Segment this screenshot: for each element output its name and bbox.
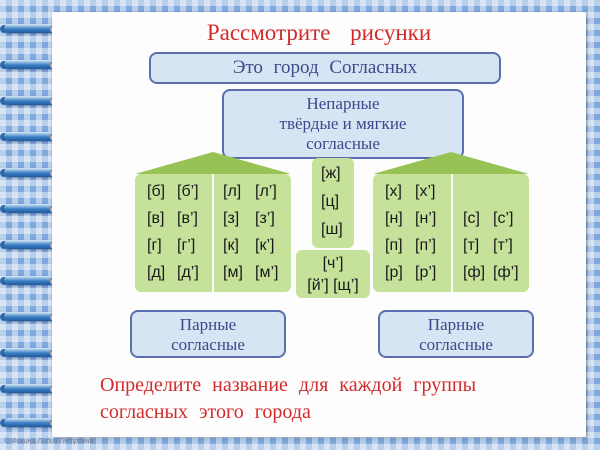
label-line2: согласные (171, 335, 245, 354)
consonant-cell: [х] (385, 183, 402, 200)
consonant-cell: [х’] (415, 183, 436, 200)
consonant-cell: [в] (147, 210, 165, 227)
city-name-box: Это город Согласных (149, 52, 501, 84)
unpaired-label-line2: твёрдые и мягкие (279, 114, 407, 133)
consonant-cell: [р] (385, 264, 403, 281)
consonant-cell: [с’] (493, 210, 514, 227)
left-roof (135, 152, 291, 174)
task-instruction: Определите название для каждой группы со… (100, 372, 580, 426)
consonant-cell: [к’] (255, 237, 275, 254)
consonant-cell: [ч’] (322, 255, 344, 272)
consonant-cell: [й’] [щ’] (307, 277, 359, 294)
consonant-cell: [ф] (463, 264, 486, 281)
consonant-cell: [т’] (493, 237, 513, 254)
label-line1: Парные (179, 315, 237, 334)
consonant-cell: [з] (223, 210, 240, 227)
left-paired-label: Парные согласные (130, 310, 286, 358)
right-roof (373, 152, 529, 174)
instruction-line2: согласных этого города (100, 401, 311, 423)
consonant-cell: [б] (147, 183, 166, 200)
unpaired-label-line1: Непарные (306, 94, 380, 113)
consonant-cell: [з’] (255, 210, 275, 227)
consonant-cell: [м’] (255, 264, 279, 281)
consonant-cell: [д’] (177, 264, 199, 281)
consonant-cell: [л’] (255, 183, 277, 200)
consonant-cell: [ц] (321, 193, 340, 210)
consonant-cell: [к] (223, 237, 239, 254)
consonant-cell: [т] (463, 237, 480, 254)
consonant-cell: [б’] (177, 183, 199, 200)
consonant-cell: [д] (147, 264, 166, 281)
consonant-cell: [р’] (415, 264, 437, 281)
soft-unpaired-block: [ч’] [й’] [щ’] (296, 250, 370, 298)
consonant-cell: [в’] (177, 210, 198, 227)
label-line1: Парные (427, 315, 485, 334)
author-credit: © Фокина Лидия Петровна (4, 438, 94, 445)
consonant-cell: [н’] (415, 210, 437, 227)
consonant-cell: [н] (385, 210, 403, 227)
unpaired-consonants-box: Непарные твёрдые и мягкие согласные (222, 89, 464, 159)
consonant-cell: [м] (223, 264, 243, 281)
page-title: Рассмотрите рисунки (206, 20, 432, 45)
consonant-cell: [ж] (321, 165, 341, 182)
block-divider (451, 174, 453, 292)
consonant-cell: [г] (147, 237, 162, 254)
unpaired-consonants-block: [ж] [ц] [ш] (312, 158, 354, 248)
label-line2: согласные (419, 335, 493, 354)
right-paired-label: Парные согласные (378, 310, 534, 358)
left-paired-consonants-block: [б] [в] [г] [д] [б’] [в’] [г’] [д’] [л] … (135, 174, 291, 292)
consonant-cell: [п] (385, 237, 403, 254)
block-divider (212, 174, 214, 292)
consonant-cell: [с] (463, 210, 480, 227)
consonant-cell: [п’] (415, 237, 437, 254)
consonant-cell: [ф’] (493, 264, 519, 281)
unpaired-label-line3: согласные (306, 134, 380, 153)
consonant-cell: [ш] (321, 221, 343, 238)
instruction-line1: Определите название для каждой группы (100, 374, 477, 396)
consonant-cell: [л] (223, 183, 242, 200)
right-paired-consonants-block: [х] [н] [п] [р] [х’] [н’] [п’] [р’] [с] … (373, 174, 529, 292)
consonant-cell: [г’] (177, 237, 196, 254)
